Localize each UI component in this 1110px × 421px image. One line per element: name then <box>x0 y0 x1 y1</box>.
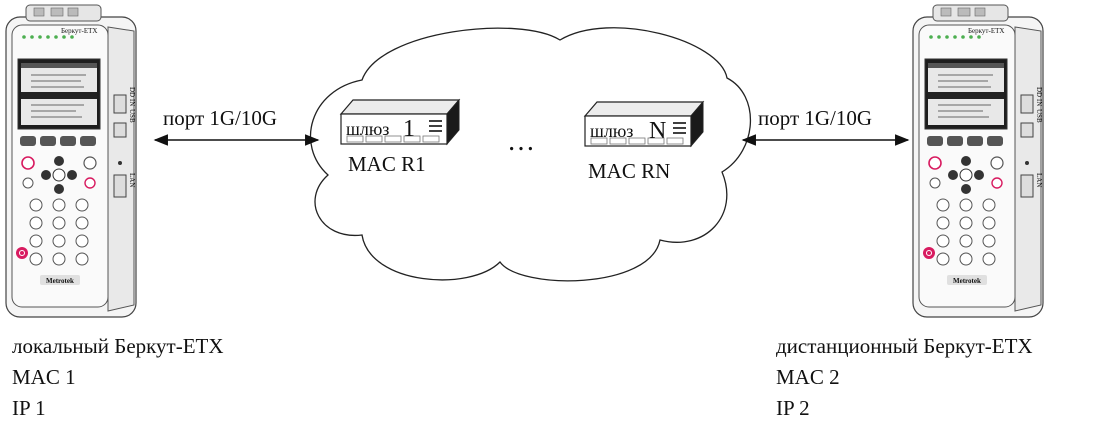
gateway-n-router: шлюз N <box>584 101 704 147</box>
brand-top-text: Беркут-ETX <box>61 27 97 35</box>
gateway-1-index: 1 <box>403 116 415 142</box>
gateway-1-router: шлюз 1 <box>340 99 460 145</box>
brand-top-text: Беркут-ETX <box>968 27 1004 35</box>
usb-port-label: USB <box>128 109 136 123</box>
ddin-port-label: DD IN <box>128 87 136 106</box>
right-port-label: порт 1G/10G <box>758 106 873 130</box>
gateway-1-label: шлюз <box>346 119 389 139</box>
usb-port-label: USB <box>1035 109 1043 123</box>
lan-port-label: LAN <box>1035 173 1043 187</box>
brand-bottom-text: Metrotek <box>46 277 74 285</box>
lan-port-label: LAN <box>128 173 136 187</box>
gateway-n-index: N <box>649 118 666 144</box>
gateway-1-mac: MAC R1 <box>348 152 426 176</box>
local-device-ip: IP 1 <box>12 396 46 420</box>
gateway-n-mac: MAC RN <box>588 159 670 183</box>
brand-bottom-text: Metrotek <box>953 277 981 285</box>
gateway-ellipsis: … <box>507 126 535 157</box>
gateway-n-label: шлюз <box>590 121 633 141</box>
remote-device-mac: MAC 2 <box>776 365 840 389</box>
left-port-label: порт 1G/10G <box>163 106 278 130</box>
remote-device-name: дистанционный Беркут-ETX <box>776 334 1033 358</box>
local-device-name: локальный Беркут-ETX <box>12 334 224 358</box>
local-device-mac: MAC 1 <box>12 365 76 389</box>
ddin-port-label: DD IN <box>1035 87 1043 106</box>
network-cloud <box>309 27 752 282</box>
remote-device-illustration: Беркут-ETX Metrotek USB DD IN LAN <box>912 4 1044 318</box>
remote-device-ip: IP 2 <box>776 396 810 420</box>
local-device-illustration: Беркут-ETX Metrotek USB DD IN LAN <box>5 4 137 318</box>
